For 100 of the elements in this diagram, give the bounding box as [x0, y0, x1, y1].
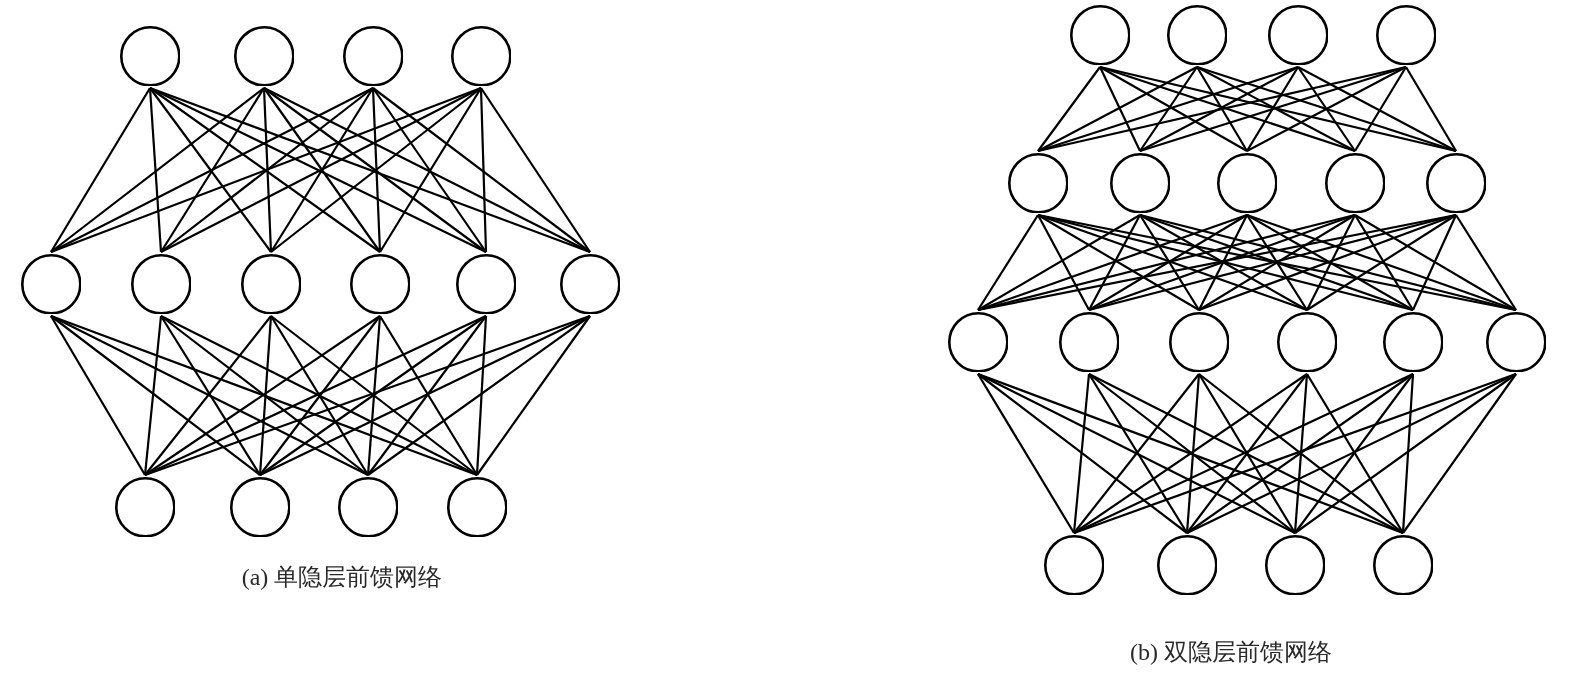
connection-line — [1139, 66, 1198, 152]
connection-line — [475, 315, 488, 476]
neuron-circle — [559, 253, 621, 315]
connection-line — [1037, 65, 1407, 153]
connection-line — [1037, 66, 1101, 152]
connection-line — [1306, 373, 1404, 534]
connection-line — [1294, 373, 1517, 534]
neuron-circle — [1425, 152, 1487, 214]
connection-line — [1354, 214, 1414, 311]
connection-line — [379, 315, 478, 476]
connection-line — [1186, 373, 1517, 534]
connection-line — [262, 87, 273, 253]
neuron-circle — [455, 253, 517, 315]
connection-line — [50, 87, 151, 253]
connection-line — [1402, 373, 1517, 534]
connection-line — [1405, 66, 1457, 152]
connection-line — [50, 87, 265, 253]
neuron-circle — [1069, 4, 1131, 66]
connection-line — [1037, 66, 1198, 152]
connection-line — [977, 373, 1075, 534]
connection-line — [1306, 214, 1356, 311]
connection-line — [1196, 66, 1248, 152]
connection-line — [1196, 65, 1457, 153]
connection-line — [1099, 65, 1457, 153]
connection-line — [1037, 214, 1090, 311]
connection-line — [149, 86, 591, 254]
caption: (a) 单隐层前馈网络 — [241, 563, 443, 591]
neuron-circle — [342, 25, 404, 87]
connection-line — [1293, 373, 1309, 534]
connection-line — [366, 315, 382, 476]
connection-line — [977, 373, 1188, 534]
neuron-circle — [1168, 311, 1230, 373]
neuron-circle — [1166, 4, 1228, 66]
connection-line — [1306, 214, 1457, 311]
connection-line — [1139, 65, 1407, 153]
neuron-circle — [233, 25, 295, 87]
connection-line — [50, 87, 374, 253]
neuron-circle — [240, 253, 302, 315]
neuron-circle — [20, 253, 82, 315]
connection-line — [1294, 373, 1414, 534]
neuron-circle — [1372, 534, 1434, 596]
connection-line — [1198, 373, 1296, 534]
connection-line — [1099, 65, 1356, 153]
connection-line — [1412, 214, 1457, 311]
neuron-circle — [114, 476, 176, 538]
connection-line — [1073, 373, 1200, 534]
neuron-circle — [1007, 152, 1069, 214]
neuron-circle — [450, 25, 512, 87]
connection-line — [1088, 214, 1248, 311]
connection-line — [50, 314, 478, 477]
connection-line — [1246, 66, 1407, 152]
connection-line — [1198, 214, 1248, 311]
connection-line — [1354, 66, 1407, 152]
connection-line — [1099, 66, 1141, 152]
connection-line — [1139, 213, 1517, 312]
neuron-circle — [1267, 4, 1329, 66]
neuron-circle — [1216, 152, 1278, 214]
connection-line — [1099, 66, 1248, 152]
neuron-circle — [947, 311, 1009, 373]
connection-line — [372, 87, 591, 253]
connection-line — [367, 315, 487, 476]
connection-line — [1246, 214, 1414, 311]
neuron-circle — [1043, 534, 1105, 596]
connection-line — [148, 87, 163, 253]
connection-line — [1297, 66, 1356, 152]
connection-line — [1401, 373, 1415, 534]
neuron-circle — [349, 253, 411, 315]
connection-line — [1139, 214, 1308, 311]
connection-line — [977, 372, 1404, 535]
connection-line — [50, 315, 146, 476]
neuron-circle — [1156, 534, 1218, 596]
connection-line — [1198, 214, 1356, 311]
neuron-circle — [446, 476, 508, 538]
neuron-circle — [337, 476, 399, 538]
neuron-circle — [1264, 534, 1326, 596]
neuron-circle — [229, 476, 291, 538]
connection-line — [143, 315, 163, 476]
caption: (b) 双隐层前馈网络 — [1130, 638, 1332, 666]
connection-line — [1139, 66, 1299, 152]
connection-line — [50, 86, 482, 254]
connection-line — [144, 315, 272, 476]
connection-line — [977, 213, 1356, 312]
connection-line — [1037, 214, 1200, 311]
connection-line — [480, 87, 591, 253]
connection-line — [1297, 66, 1457, 152]
connection-line — [1354, 214, 1517, 311]
connection-line — [259, 315, 591, 476]
neuron-circle — [130, 253, 192, 315]
connection-line — [1185, 373, 1201, 534]
connection-line — [476, 315, 591, 476]
neuron-circle — [1276, 311, 1338, 373]
connection-line — [1139, 214, 1200, 311]
neuron-circle — [1109, 152, 1171, 214]
connection-line — [1455, 214, 1517, 311]
connection-line — [1186, 373, 1308, 534]
connection-line — [258, 315, 273, 476]
connection-line — [1246, 213, 1517, 312]
connection-line — [977, 214, 1039, 311]
neuron-circle — [1375, 4, 1437, 66]
connection-line — [1088, 213, 1457, 312]
